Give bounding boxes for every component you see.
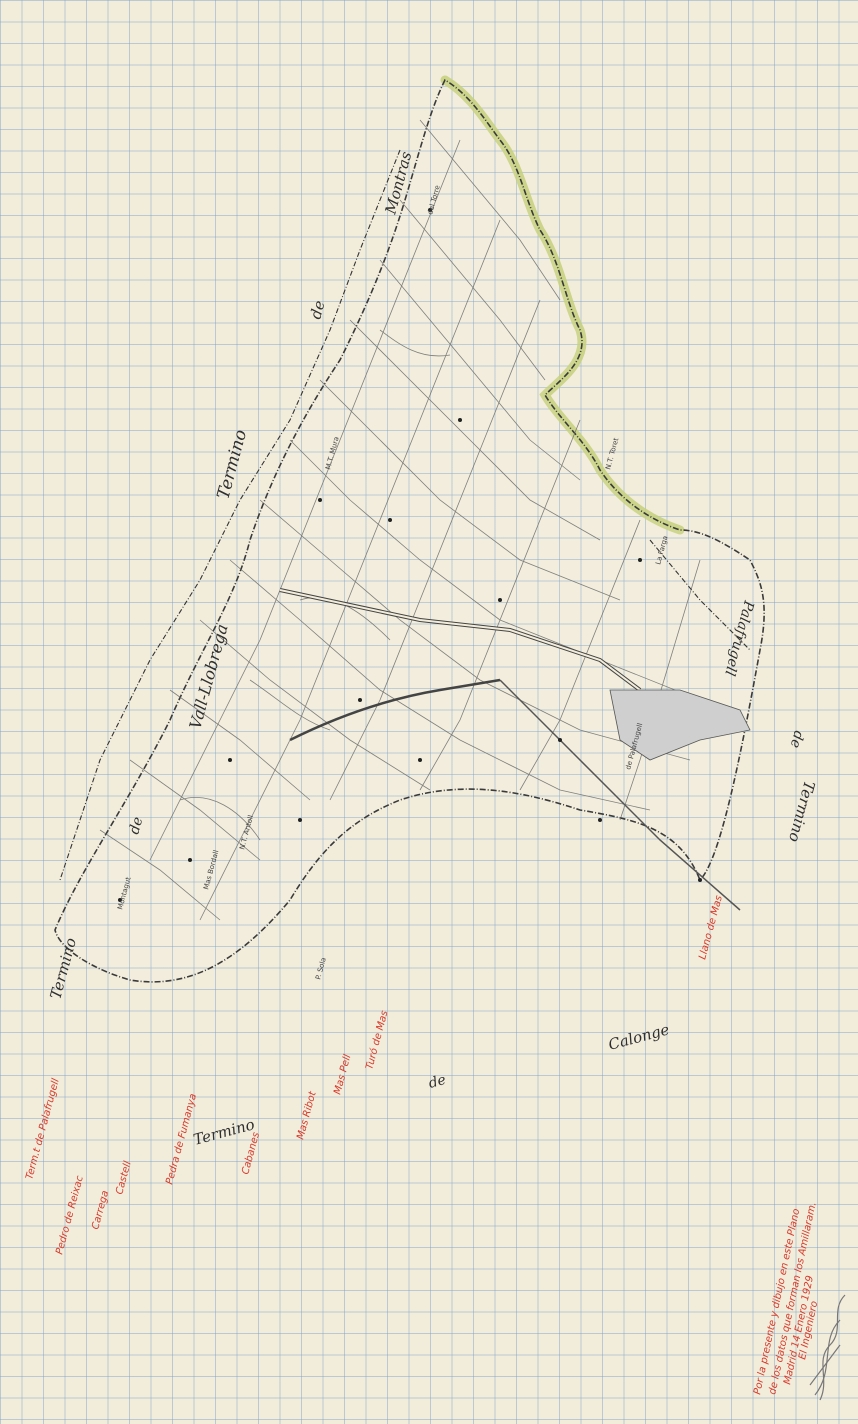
main-road: [279, 588, 741, 911]
calonge-label: Calonge: [606, 1020, 671, 1054]
de-top-label: de: [306, 298, 328, 321]
de-right-label: de: [787, 729, 807, 750]
place-p-sola: P. Sola: [314, 957, 328, 981]
red-label-mas-pell: Mas Pell: [332, 1053, 353, 1096]
termino-right-label: Termino: [785, 779, 819, 844]
red-label-mas-ribot: Mas Ribot: [295, 1089, 319, 1140]
place-n-toret: N.T. Toret: [604, 437, 620, 471]
parcel-lines: [99, 119, 701, 921]
roads: [59, 149, 751, 881]
termino-bottom-label: Termino: [191, 1115, 256, 1149]
red-label-turo-de-mas: Turó de Mas: [363, 1009, 390, 1071]
red-label-pedro-de-reixac: Pedro de Reixac: [54, 1174, 86, 1256]
red-label-carrega: Carrega: [90, 1189, 111, 1230]
municipal-boundary: [54, 78, 765, 983]
surveyor-note: Por la presente y dibujo en este Plano d…: [752, 1201, 820, 1396]
red-label-llano-de-mas: Llano de Mas: [697, 894, 725, 960]
red-label-castell: Castell: [114, 1160, 133, 1196]
red-label-term-palafrugell: Term.t de Palafrugell: [24, 1077, 62, 1180]
red-label-cabanes: Cabanes: [240, 1131, 262, 1176]
de-bottom-label: de: [427, 1072, 448, 1092]
de-left-label: de: [126, 815, 146, 836]
termino-left-label: Termino: [46, 936, 80, 1001]
signature-mark: [809, 1294, 846, 1401]
farmstead-dots: [118, 208, 702, 902]
urban-area: [609, 689, 751, 761]
